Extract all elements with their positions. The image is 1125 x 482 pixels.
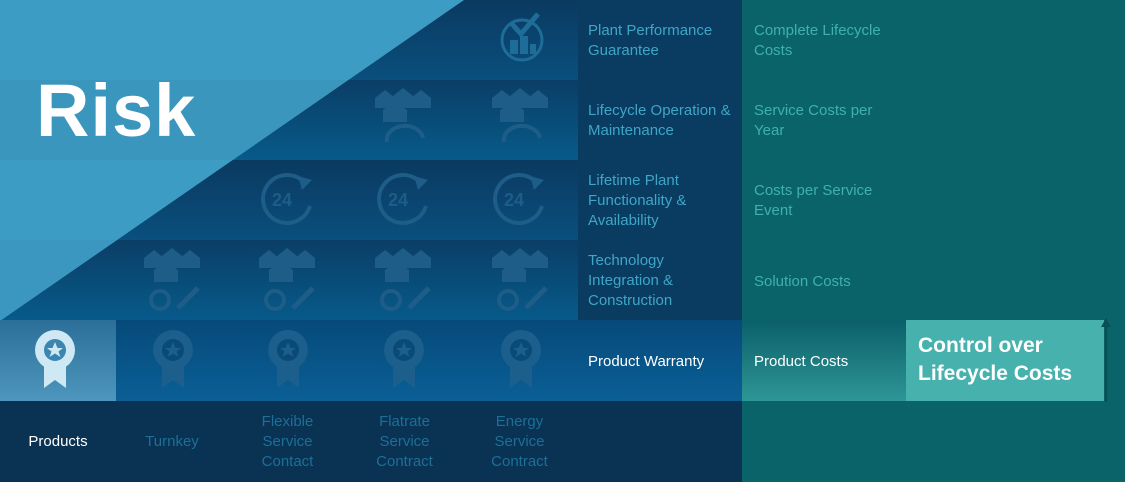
warranty-row bbox=[0, 320, 742, 401]
24-hour-icon: 24 bbox=[261, 173, 312, 225]
houses-service-icon bbox=[492, 88, 548, 143]
award-badge-icon bbox=[153, 330, 193, 388]
houses-tools-icon bbox=[259, 248, 315, 311]
cost-label-complete: Complete Lifecycle Costs bbox=[754, 22, 881, 59]
costs-column bbox=[742, 0, 1125, 482]
risk-title: Risk bbox=[36, 69, 197, 152]
award-badge-icon bbox=[35, 330, 75, 388]
award-badge-icon bbox=[268, 330, 308, 388]
column-label-flatrate: Flatrate Service Contract bbox=[376, 413, 433, 470]
houses-tools-icon bbox=[375, 248, 431, 311]
service-label-functionality: Lifetime Plant Functionality & Availabil… bbox=[588, 172, 687, 229]
service-label-operation: Lifecycle Operation & Maintenance bbox=[588, 102, 731, 139]
service-label-integration: Technology Integration & Construction bbox=[588, 252, 674, 309]
svg-text:24: 24 bbox=[504, 190, 524, 210]
column-label-turnkey: Turnkey bbox=[145, 433, 199, 450]
control-label: Control over Lifecycle Costs bbox=[918, 334, 1073, 385]
houses-tools-icon bbox=[492, 248, 548, 311]
24-hour-icon: 24 bbox=[377, 173, 428, 225]
column-label-band bbox=[0, 401, 742, 482]
cost-label-solution: Solution Costs bbox=[754, 273, 851, 290]
service-label-warranty: Product Warranty bbox=[588, 353, 705, 370]
cost-label-per-event: Costs per Service Event bbox=[754, 182, 873, 219]
houses-tools-icon bbox=[144, 248, 200, 311]
award-badge-icon bbox=[501, 330, 541, 388]
product-costs-row bbox=[742, 320, 906, 401]
column-label-flexible: Flexible Service Contact bbox=[261, 413, 314, 470]
24-hour-icon: 24 bbox=[493, 173, 544, 225]
cost-label-per-year: Service Costs per Year bbox=[754, 102, 873, 139]
risk-triangle bbox=[0, 0, 464, 321]
performance-check-icon bbox=[500, 12, 544, 62]
arrow-up-icon bbox=[1101, 318, 1111, 402]
column-label-products: Products bbox=[28, 433, 88, 450]
svg-text:24: 24 bbox=[272, 190, 292, 210]
cost-label-product: Product Costs bbox=[754, 353, 849, 370]
column-label-energy: Energy Service Contract bbox=[491, 413, 548, 470]
houses-service-icon bbox=[375, 88, 431, 143]
award-badge-icon bbox=[384, 330, 424, 388]
svg-text:24: 24 bbox=[388, 190, 408, 210]
service-label-performance: Plant Performance Guarantee bbox=[588, 22, 713, 59]
control-box: Control over Lifecycle Costs bbox=[906, 320, 1104, 401]
